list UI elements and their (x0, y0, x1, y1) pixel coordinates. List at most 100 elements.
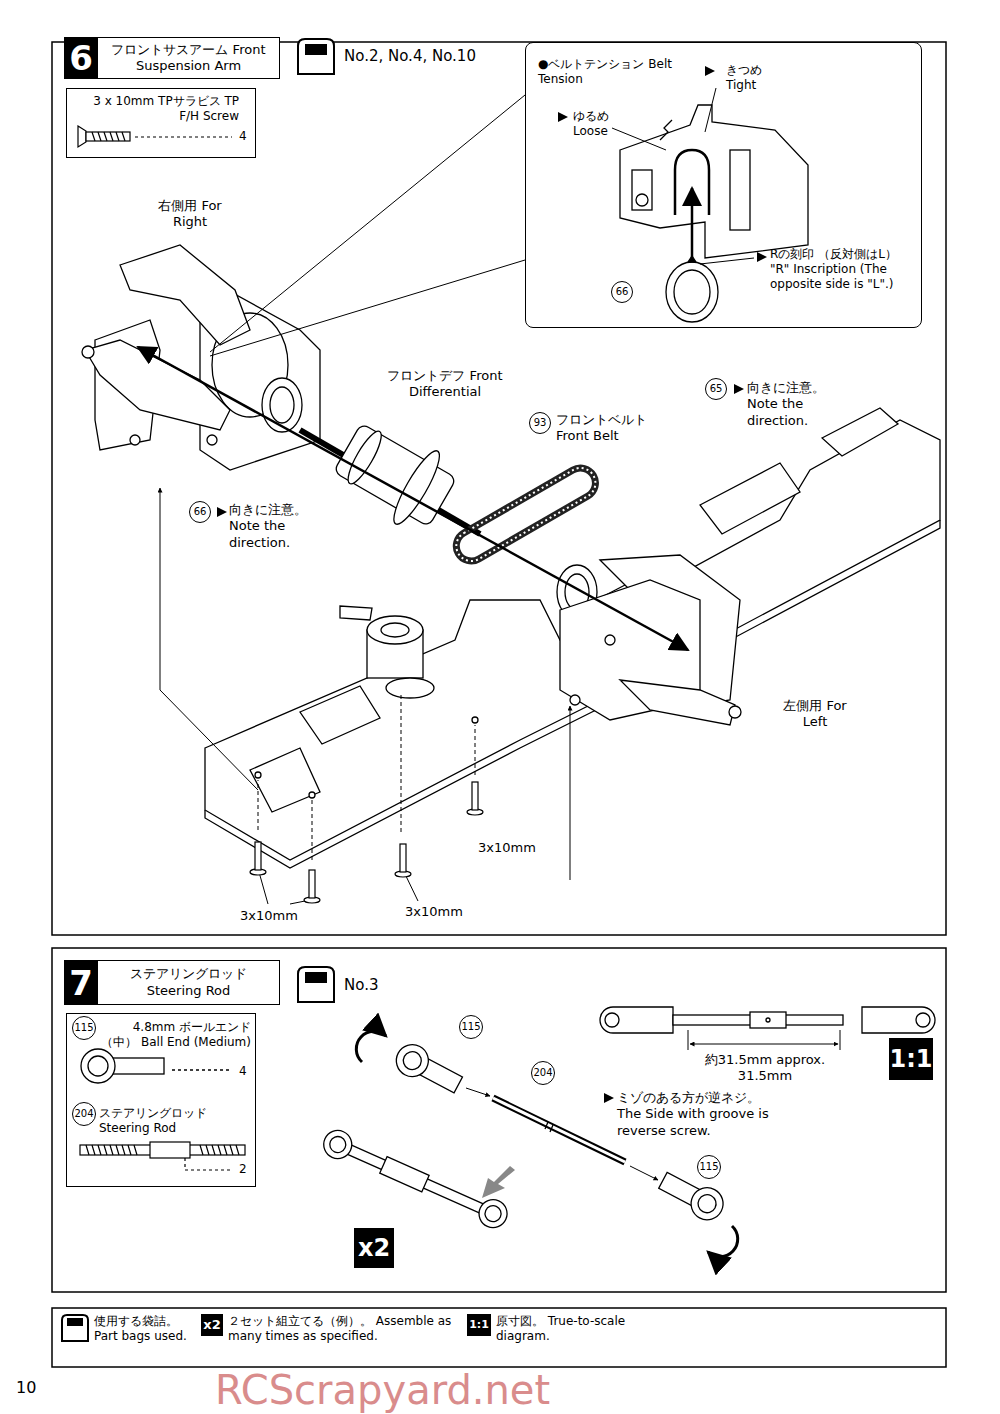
chassis-plate (822, 408, 898, 456)
part-bag-icon (306, 973, 326, 982)
callout-number: 204 (72, 1102, 96, 1126)
callout-number: 93 (529, 412, 551, 434)
part-label: 3x10mm (478, 840, 552, 856)
steering-rod-exploded (545, 1122, 553, 1132)
steering-rod-exploded (391, 1039, 466, 1099)
part-label: 左側用 For Left (775, 698, 855, 731)
steering-rod-true-scale (916, 1013, 930, 1027)
ball-end-icon (112, 1058, 164, 1074)
steering-rod-exploded (630, 1166, 658, 1180)
part-bag-icon (298, 967, 334, 1002)
steering-rod-exploded (482, 1203, 503, 1224)
belt-tension-detail (660, 120, 672, 140)
icon-label: x2 (201, 1314, 223, 1336)
pointer-triangle (558, 112, 568, 122)
steering-post (367, 616, 423, 644)
node-text: きつめ Tight (726, 63, 788, 93)
part-label: フロントデフ Front Differential (372, 368, 518, 401)
part-label: 約31.5mm approx. 31.5mm (700, 1052, 830, 1085)
part-label: No.2, No.4, No.10 (344, 47, 544, 66)
node-text: 2 (239, 1162, 253, 1177)
part-label: 右側用 For Right (140, 198, 240, 231)
screw (400, 844, 406, 872)
assembly-lines (210, 95, 525, 352)
part-label: No.3 (344, 976, 444, 995)
node-text: ステアリングロッド Steering Rod (104, 966, 273, 999)
part-label: 向きに注意。 Note the direction. (747, 380, 859, 429)
callout-number: 66 (189, 501, 211, 523)
steering-rod-icon (80, 1142, 245, 1170)
screw-icon (78, 126, 232, 147)
node-text: Rの刻印 （反対側はL） "R" Inscription (The opposi… (770, 247, 918, 292)
belt-tension-detail (636, 194, 648, 206)
panel-frames (52, 42, 946, 935)
assembly-lines (160, 488, 258, 790)
steering-rod-true-scale (750, 1012, 786, 1028)
node-text: ●ベルトテンション Belt Tension (538, 57, 678, 87)
assembly-lines (570, 706, 571, 880)
steering-rod-exploded (356, 1031, 386, 1062)
node-text: 115 (699, 1162, 718, 1172)
assembly-lines (401, 695, 402, 832)
steering-rod-exploded (475, 1195, 512, 1232)
step-number: 6 (64, 37, 98, 79)
steering-rod-true-scale (600, 1007, 935, 1050)
assembly-lines (138, 95, 688, 904)
node-text: 1:1 (890, 1047, 933, 1071)
legend-text: 原寸図。 True-to-scale diagram. (496, 1314, 646, 1344)
panel-frames (52, 1308, 946, 1367)
steering-rod-exploded (327, 1134, 348, 1155)
chassis-plate (300, 686, 380, 744)
steering-rod-exploded (391, 1039, 434, 1082)
steering-rod-true-scale (840, 1030, 841, 1050)
assembly-lines (259, 872, 268, 904)
front-belt (451, 463, 601, 567)
front-differential (387, 446, 446, 529)
bearing (270, 387, 294, 423)
steering-rod-exploded (695, 1192, 719, 1216)
node-text: 65 (710, 384, 723, 394)
legend-text: ２セット組立てる（例）。 Assemble as many times as s… (228, 1314, 460, 1344)
callout-number: 115 (72, 1016, 96, 1040)
steering-rod-true-scale (690, 1044, 838, 1045)
node-text: 4.8mm ボールエンド（中） Ball End (Medium) (97, 1020, 251, 1050)
node-text: ステアリングロッド Steering Rod (99, 1106, 211, 1136)
front-differential (343, 428, 387, 488)
steering-rod-icon (185, 1158, 232, 1170)
belt-tension-detail (688, 256, 696, 262)
node-text: フロントサスアーム Front Suspension Arm (104, 42, 273, 75)
assembly-lines (312, 800, 313, 860)
belt-tension-detail (705, 88, 716, 132)
steering-rod-exploded (400, 1048, 424, 1072)
screw (250, 782, 483, 903)
steering-rod-exploded (708, 1226, 738, 1257)
chassis-plate (205, 420, 940, 860)
steering-rod-exploded (466, 1088, 490, 1096)
steering-rod-exploded (380, 1157, 429, 1192)
pointer-triangle (604, 1093, 614, 1103)
node-text: 115 (74, 1023, 93, 1033)
callout-number: 115 (697, 1155, 721, 1179)
part-bag-icon (298, 39, 334, 74)
panel-frames (52, 42, 946, 1367)
assembly-lines (405, 874, 418, 901)
callout-number: 204 (531, 1061, 555, 1085)
right-bulkhead (82, 245, 320, 470)
node-text: 4 (239, 129, 253, 144)
icon-label: 1:1 (467, 1314, 491, 1336)
part-bag-icon (306, 45, 326, 54)
callout-number: 66 (611, 281, 633, 303)
steering-rod-exploded (319, 1126, 356, 1163)
belt-tension-detail (666, 262, 718, 322)
node-text: 93 (534, 418, 547, 428)
steering-rod-exploded (319, 1031, 737, 1256)
node-text: 66 (194, 507, 207, 517)
steering-rod-exploded (685, 1182, 728, 1225)
ball-end-icon (81, 1049, 232, 1083)
bearing (262, 378, 302, 432)
pointer-triangle (734, 384, 744, 394)
right-bulkhead (207, 435, 217, 445)
belt-tension-detail (674, 270, 710, 314)
screw (255, 842, 261, 870)
